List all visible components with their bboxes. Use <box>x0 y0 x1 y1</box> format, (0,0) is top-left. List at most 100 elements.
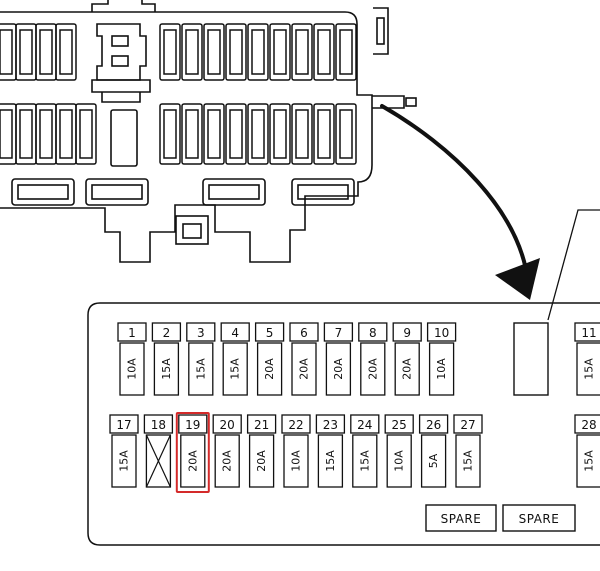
fuse-11: 11 15A <box>574 322 600 396</box>
fuse-body <box>119 342 145 396</box>
fuse-rating-label: 20A <box>332 358 345 380</box>
fuse-body <box>325 342 352 396</box>
fuse-body <box>352 434 378 488</box>
block-fuse-slot-6 <box>203 23 225 81</box>
fuse-number-label: 3 <box>197 326 205 340</box>
fuse-number-label: 25 <box>392 418 407 432</box>
fuse-rating-label: 15A <box>462 450 475 472</box>
fuse-number-box <box>186 322 216 342</box>
fuse-number-box <box>574 322 600 342</box>
fuse-4: 4 15A <box>220 322 250 396</box>
fuse-number-box <box>315 414 346 434</box>
spare-fuse-1 <box>425 504 497 532</box>
block-fuse-slot-0 <box>0 23 17 81</box>
block-fuse-slot-12 <box>335 23 357 81</box>
spare-label-1: SPARE <box>441 512 482 526</box>
block-fuse-slot-11 <box>313 23 335 81</box>
fuse-rating-label: 20A <box>255 450 268 472</box>
fuse-number-box <box>323 322 354 342</box>
fuse-body <box>256 342 283 396</box>
fuse-body <box>153 342 180 396</box>
fuse-18: 18 <box>143 414 174 488</box>
empty-slot-cross <box>145 434 171 488</box>
fuse-number-box <box>254 322 285 342</box>
fuse-number-box <box>453 414 483 434</box>
block-fuse-slot-14 <box>15 103 37 165</box>
block-fuse-slot-16 <box>55 103 77 165</box>
block-fuse-slot-13 <box>0 103 17 165</box>
spare-fuses: SPARE SPARE <box>425 504 576 532</box>
fuse-number-label: 9 <box>403 326 411 340</box>
fuse-rating-label: 20A <box>401 358 414 380</box>
block-fuse-slots <box>0 23 357 165</box>
empty-relay-slot <box>513 322 549 396</box>
fuse-rating-label: 15A <box>229 358 242 380</box>
fuse-number-box <box>426 322 457 342</box>
fuse-body <box>291 342 317 396</box>
block-fuse-slot-18 <box>159 103 181 165</box>
block-fuse-slot-9 <box>269 23 291 81</box>
fuse-rating-label: 20A <box>263 358 276 380</box>
fuse-rating-label: 15A <box>160 358 173 380</box>
fuse-number-box <box>117 322 147 342</box>
fuse-number-label: 10 <box>434 326 449 340</box>
fuse-number-label: 26 <box>426 418 441 432</box>
fuse-layout-panel <box>87 302 600 546</box>
spare-label-2: SPARE <box>519 512 560 526</box>
fuse-body <box>248 434 275 488</box>
fuse-26: 26 5A <box>418 414 449 488</box>
fuse-27: 27 15A <box>453 414 483 488</box>
fuse-rating-label: 10A <box>126 358 139 380</box>
fuse-9: 9 20A <box>392 322 422 396</box>
block-fuse-slot-25 <box>313 103 335 165</box>
fuse-number-label: 8 <box>369 326 377 340</box>
fuse-block-overview <box>0 0 417 263</box>
fuse-number-box <box>143 414 174 434</box>
fuse-number-box <box>289 322 319 342</box>
fuse-number-box <box>281 414 311 434</box>
fuse-23: 23 15A <box>315 414 346 488</box>
fuse-rating-label: 15A <box>324 450 337 472</box>
fuse-body <box>576 342 600 396</box>
fuse-rating-label: 20A <box>221 450 234 472</box>
fuse-number-label: 23 <box>323 418 338 432</box>
fuse-7: 7 20A <box>323 322 354 396</box>
fuse-number-box <box>384 414 414 434</box>
fuse-number-box <box>109 414 139 434</box>
block-fuse-slot-23 <box>269 103 291 165</box>
fuse-number-label: 18 <box>151 418 166 432</box>
fuse-number-label: 17 <box>116 418 131 432</box>
fuse-rating-label: 5A <box>427 453 440 468</box>
block-fuse-slot-15 <box>35 103 57 165</box>
fuse-body <box>145 434 172 488</box>
fuse-number-label: 2 <box>163 326 171 340</box>
block-fuse-slot-20 <box>203 103 225 165</box>
fuse-body <box>455 434 481 488</box>
fuse-body <box>428 342 455 396</box>
fuse-number-box <box>178 414 208 434</box>
fuse-rating-label: 15A <box>583 358 596 380</box>
block-fuse-slot-26 <box>335 103 357 165</box>
fuse-number-label: 11 <box>581 326 596 340</box>
fuse-rating-label: 20A <box>186 450 199 472</box>
fuse-number-label: 27 <box>460 418 475 432</box>
fuse-rating-label: 10A <box>290 450 303 472</box>
fuse-rating-label: 15A <box>194 358 207 380</box>
block-fuse-slot-1 <box>15 23 37 81</box>
zoom-arrow <box>380 104 540 300</box>
block-fuse-slot-8 <box>247 23 269 81</box>
block-fuse-slot-4 <box>159 23 181 81</box>
fuse-body <box>111 434 137 488</box>
fuse-number-label: 7 <box>335 326 343 340</box>
fuse-number-label: 24 <box>357 418 372 432</box>
fuse-number-label: 4 <box>231 326 239 340</box>
fuse-row-upper: 110A215A315A415A520A620A720A820A920A1010… <box>117 322 600 396</box>
